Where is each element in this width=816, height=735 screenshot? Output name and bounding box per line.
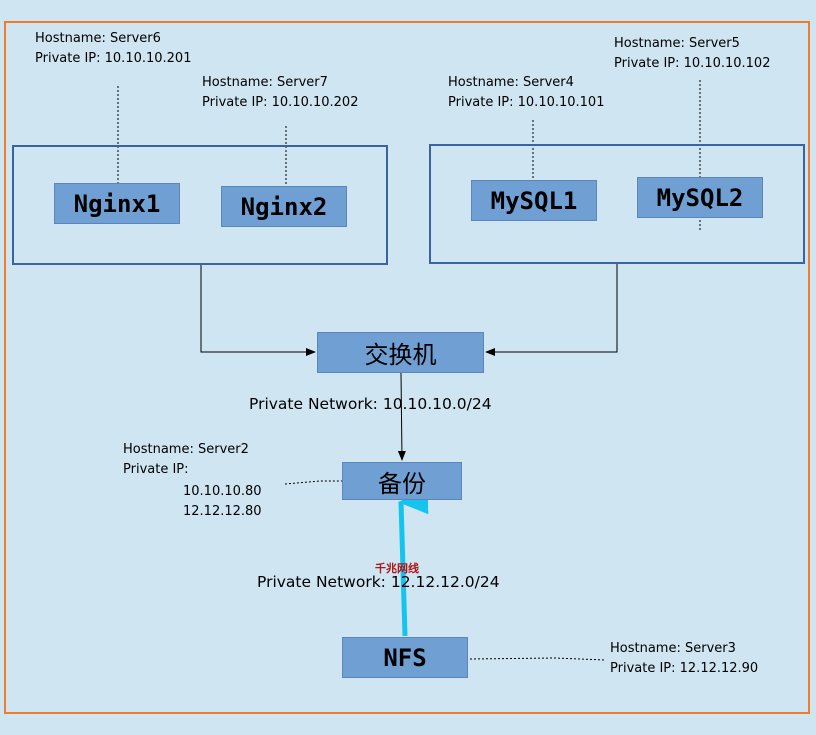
leader-server3	[469, 657, 606, 661]
server2-ip-label: Private IP:	[123, 462, 189, 477]
server2-info: Hostname: Server2 Private IP: 10.10.10.8…	[123, 440, 262, 522]
server3-info: Hostname: Server3 Private IP: 12.12.12.9…	[610, 639, 758, 679]
server6-info: Hostname: Server6 Private IP: 10.10.10.2…	[35, 29, 191, 69]
node-backup[interactable]: 备份	[342, 462, 462, 500]
server4-info: Hostname: Server4 Private IP: 10.10.10.1…	[448, 73, 604, 113]
server5-info: Hostname: Server5 Private IP: 10.10.10.1…	[614, 34, 770, 74]
network-label-12: Private Network: 12.12.12.0/24	[257, 573, 500, 591]
node-nfs[interactable]: NFS	[342, 637, 468, 678]
server4-ip: Private IP: 10.10.10.101	[448, 95, 605, 110]
gigabit-link-nfs-to-backup	[398, 488, 429, 637]
server2-ip2: 12.12.12.80	[183, 504, 262, 519]
node-mysql1[interactable]: MySQL1	[471, 180, 597, 221]
network-label-10: Private Network: 10.10.10.0/24	[249, 395, 492, 413]
node-switch[interactable]: 交换机	[317, 332, 484, 373]
server7-info: Hostname: Server7 Private IP: 10.10.10.2…	[202, 73, 358, 113]
server7-ip: Private IP: 10.10.10.202	[202, 95, 359, 110]
server6-ip: Private IP: 10.10.10.201	[35, 51, 192, 66]
server3-hostname: Hostname: Server3	[610, 641, 736, 656]
server3-ip: Private IP: 12.12.12.90	[610, 661, 759, 676]
diagram-frame	[4, 21, 810, 714]
server7-hostname: Hostname: Server7	[202, 75, 328, 90]
link-nginx-to-switch	[200, 263, 316, 356]
server2-hostname: Hostname: Server2	[123, 442, 249, 457]
nginx-group	[12, 145, 388, 265]
node-mysql2[interactable]: MySQL2	[637, 177, 763, 218]
gigabit-cable-label: 千兆网线	[375, 562, 419, 575]
leader-server2	[284, 480, 343, 485]
link-mysql-to-switch	[485, 263, 618, 356]
server5-hostname: Hostname: Server5	[614, 36, 740, 51]
link-switch-to-backup	[397, 372, 406, 461]
mysql-group	[429, 144, 805, 264]
node-nginx2[interactable]: Nginx2	[221, 186, 347, 227]
server2-ip1: 10.10.10.80	[183, 484, 262, 499]
node-nginx1[interactable]: Nginx1	[54, 183, 180, 224]
server5-ip: Private IP: 10.10.10.102	[614, 56, 771, 71]
server4-hostname: Hostname: Server4	[448, 75, 574, 90]
server6-hostname: Hostname: Server6	[35, 31, 161, 46]
